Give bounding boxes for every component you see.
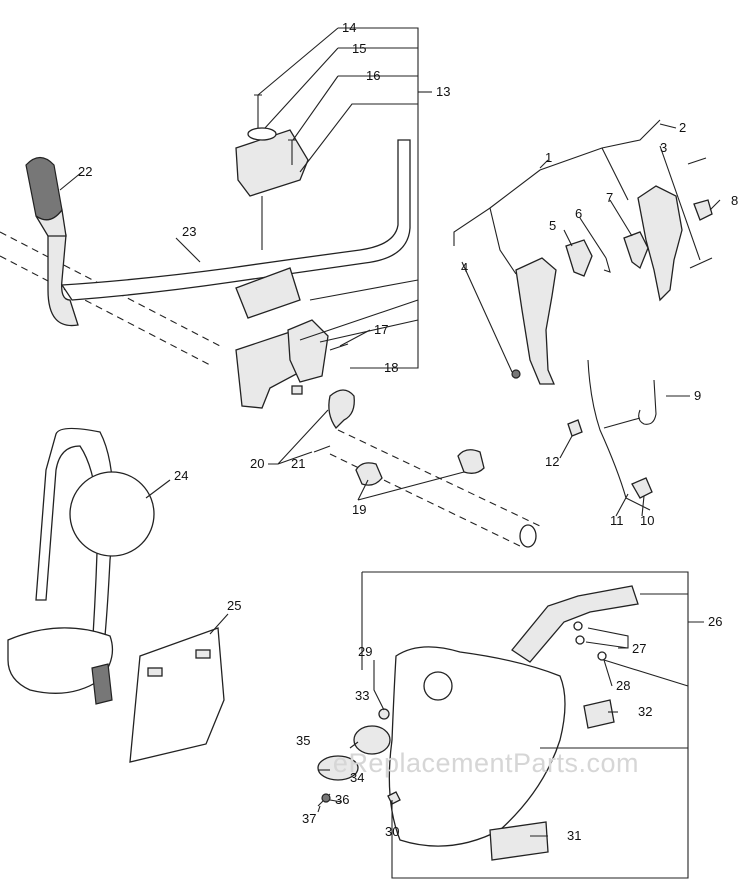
harness-buckle: [91, 663, 113, 705]
callout-7: 7: [606, 190, 613, 205]
screw-3: [687, 157, 707, 165]
callout-15: 15: [352, 41, 366, 56]
callout-25: 25: [227, 598, 241, 613]
clamp-cover: [235, 129, 309, 197]
screw-rear: [689, 257, 713, 269]
callout-32: 32: [638, 704, 652, 719]
shaft-end: [519, 524, 537, 548]
nut-18: [291, 385, 303, 395]
nut-27a: [573, 621, 583, 631]
callout-4: 4: [461, 260, 468, 275]
handlebar-bar: [60, 139, 411, 301]
clamp-ring-20: [328, 389, 355, 430]
callout-14: 14: [342, 20, 356, 35]
callout-22: 22: [78, 164, 92, 179]
callout-3: 3: [660, 140, 667, 155]
callout-12: 12: [545, 454, 559, 469]
callout-33: 33: [355, 688, 369, 703]
callout-5: 5: [549, 218, 556, 233]
cable-end-10: [631, 477, 653, 499]
nut-27b: [575, 635, 585, 645]
trigger-7: [623, 231, 649, 270]
card-label-a: [147, 667, 163, 677]
screw-21: [313, 445, 331, 453]
callout-1: 1: [545, 150, 552, 165]
callout-23: 23: [182, 224, 196, 239]
harness: [7, 427, 155, 705]
shaft-clamps: [313, 389, 541, 548]
callout-11: 11: [610, 513, 624, 528]
callout-28: 28: [616, 678, 630, 693]
clamp-top-half: [235, 267, 301, 319]
nut-33: [378, 708, 390, 720]
leader-lines: [59, 27, 721, 842]
handle-grip-end: [35, 208, 67, 237]
clamp-spacer: [287, 319, 329, 383]
callout-24: 24: [174, 468, 188, 483]
spool-35: [317, 755, 359, 781]
callout-35: 35: [296, 733, 310, 748]
callout-10: 10: [640, 513, 654, 528]
callout-2: 2: [679, 120, 686, 135]
guard-hole: [423, 671, 453, 701]
screw-17: [329, 343, 349, 351]
callout-numbers: 1 2 3 4 5 6 7 8 9 10 11 12 13 14 15 16 1…: [78, 20, 738, 843]
callout-36: 36: [335, 792, 349, 807]
cable-clip-12: [567, 419, 583, 437]
switch-8: [693, 199, 713, 221]
callout-26: 26: [708, 614, 722, 629]
instruction-card: [129, 627, 225, 763]
screw-16: [288, 139, 296, 165]
throttle-cable-11: [587, 359, 651, 511]
handle-half-left: [515, 257, 557, 385]
harness-pad: [69, 471, 155, 557]
callout-30: 30: [385, 824, 399, 839]
pulley-34: [353, 725, 391, 755]
callout-17: 17: [374, 322, 388, 337]
guard-label-31: [489, 821, 549, 861]
callout-20: 20: [250, 456, 264, 471]
trigger-lever-5: [565, 239, 593, 277]
spring-6: [603, 257, 611, 273]
guard-frame: [362, 571, 689, 879]
clip-19-right: [457, 449, 485, 474]
guard-label-32: [583, 699, 615, 729]
handlebar-assembly: [0, 94, 411, 409]
handle-grip: [25, 156, 63, 221]
callout-9: 9: [694, 388, 701, 403]
shaft-dashed-outline-upper: [0, 231, 221, 367]
callout-37: 37: [302, 811, 316, 826]
callout-34: 34: [350, 770, 364, 785]
callout-18: 18: [384, 360, 398, 375]
watermark-text: eReplacementParts.com: [333, 748, 639, 778]
callout-13: 13: [436, 84, 450, 99]
washer-36: [321, 793, 331, 803]
nut-28: [597, 651, 607, 661]
fastener-30: [387, 791, 401, 805]
guard-bracket: [511, 585, 639, 663]
handle-half-right: [637, 185, 683, 302]
trigger-handle-assembly: [511, 157, 713, 511]
callout-6: 6: [575, 206, 582, 221]
clip-19-left: [355, 462, 383, 486]
guard-assembly: [317, 571, 689, 879]
callout-21: 21: [291, 456, 305, 471]
handlebar-tube: [47, 231, 79, 327]
shaft-dashed-outline-lower: [329, 429, 541, 547]
washer-15: [247, 127, 277, 141]
nut-4: [511, 369, 521, 379]
callout-29: 29: [358, 644, 372, 659]
cable-hook-9: [603, 379, 657, 429]
callout-16: 16: [366, 68, 380, 83]
callout-31: 31: [567, 828, 581, 843]
grass-guard: [388, 646, 566, 847]
callout-8: 8: [731, 193, 738, 208]
callout-27: 27: [632, 641, 646, 656]
callout-19: 19: [352, 502, 366, 517]
screw-14: [254, 94, 262, 132]
instruction-card-body: [129, 627, 225, 763]
card-label-b: [195, 649, 211, 659]
